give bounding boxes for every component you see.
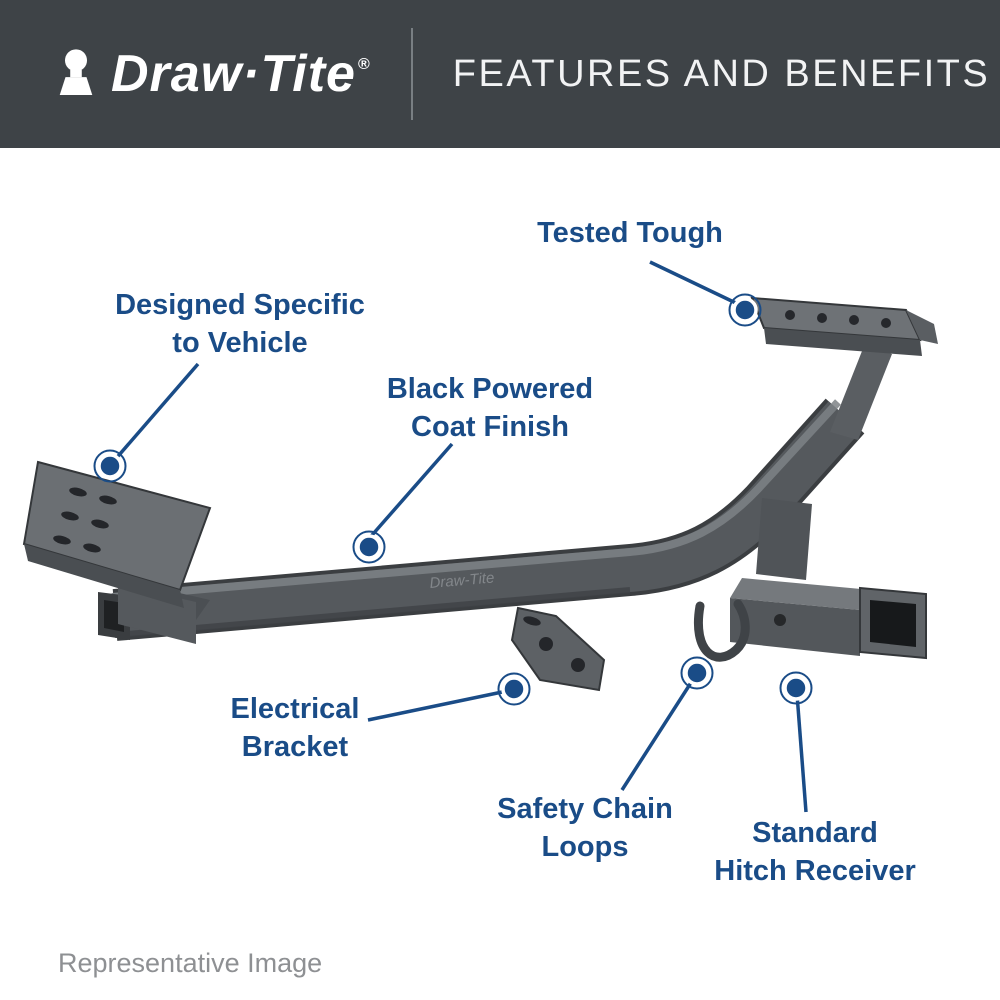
brand-text: Draw·Tite: [111, 45, 356, 103]
top-plate-bolt-holes: [785, 310, 891, 328]
left-plate-bolt-slots: [53, 487, 117, 553]
callout-line-standard-receiver: [795, 693, 808, 813]
callout-label-safety-chain: Safety Chain Loops: [497, 793, 673, 863]
callout-label-black-powder: Black Powered Coat Finish: [386, 373, 594, 443]
callout-dot-electrical-bracket: [497, 672, 531, 706]
hitch-illustration: Draw-Tite: [22, 296, 938, 692]
electrical-bracket-slot: [523, 616, 541, 626]
top-plate-edge: [764, 328, 922, 356]
crossbar-highlight: [111, 399, 841, 601]
crossbar-tube: [113, 401, 862, 637]
callout-label-designed-specific: Designed Specific to Vehicle: [115, 289, 365, 359]
receiver-front: [730, 598, 860, 656]
tube-brand-stamp: Draw-Tite: [429, 569, 495, 592]
callout-line-black-powder: [364, 442, 454, 544]
page-title: FEATURES AND BENEFITS: [452, 52, 991, 95]
safety-chain-loop: [694, 599, 750, 662]
header-bar: Draw·Tite® FEATURES AND BENEFITS: [0, 0, 1000, 148]
callout-line-tested-tough: [649, 260, 741, 307]
callout-dots: [93, 293, 813, 706]
brand-wordmark: Draw·Tite®: [111, 44, 371, 104]
receiver-top: [730, 578, 872, 610]
callout-dot-tested-tough: [728, 293, 762, 327]
electrical-bracket-hole-2: [571, 658, 585, 672]
hitch-ball-icon: [59, 49, 93, 95]
callout-line-electrical-bracket: [367, 689, 508, 722]
left-plate-edge: [24, 544, 184, 608]
header-divider: [410, 28, 413, 120]
brand-logo: Draw·Tite®: [55, 44, 371, 104]
arm-connector: [830, 346, 892, 440]
hitch-diagram: Draw-Tite: [22, 260, 938, 813]
callout-label-electrical-bracket: Electrical Bracket: [230, 693, 360, 763]
registered-mark: ®: [357, 56, 371, 73]
representative-image-note: Representative Image: [58, 948, 323, 978]
callout-dot-safety-chain: [680, 656, 714, 690]
callout-label-standard-receiver: Standard Hitch Receiver: [714, 817, 916, 887]
callout-dot-designed-specific: [93, 449, 127, 483]
top-plate-tab: [906, 310, 938, 344]
left-mounting-plate: [22, 460, 212, 592]
callout-line-safety-chain: [620, 677, 696, 791]
diagram-canvas: Draw-Tite: [0, 148, 1000, 1000]
callout-dot-standard-receiver: [779, 671, 813, 705]
callout-lines: [111, 260, 808, 813]
callout-dot-black-powder: [352, 530, 386, 564]
callout-label-tested-tough: Tested Tough: [537, 217, 723, 249]
crossbar-shadow: [114, 587, 631, 638]
receiver-opening: [870, 600, 916, 647]
callout-line-designed-specific: [111, 362, 200, 464]
receiver-bracket: [756, 498, 812, 580]
electrical-bracket-hole-1: [539, 637, 553, 651]
hitch-pin-hole: [774, 614, 786, 626]
